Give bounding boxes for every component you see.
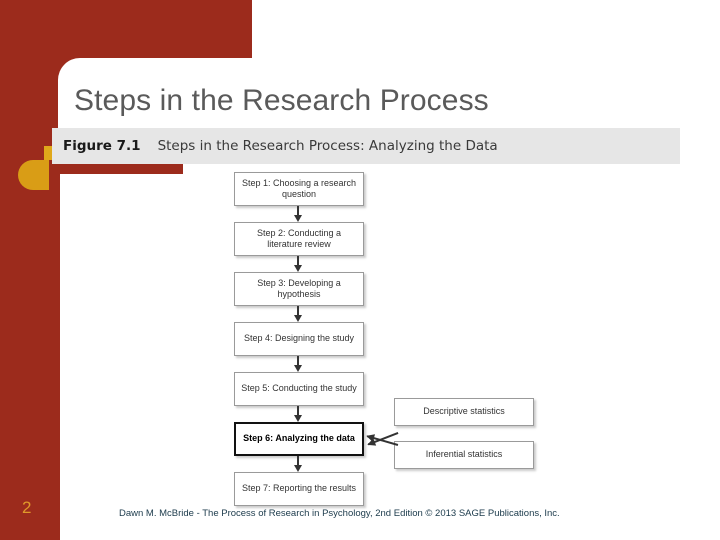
- flow-node-step-7: Step 7: Reporting the results: [234, 472, 364, 506]
- connector-arrow-step6-step7: [294, 456, 302, 472]
- figure-caption-band: Figure 7.1 Steps in the Research Process…: [52, 128, 680, 164]
- page-title: Steps in the Research Process: [74, 84, 489, 117]
- figure-caption-text: Steps in the Research Process: Analyzing…: [157, 138, 498, 154]
- connector-arrow-step3-step4: [294, 306, 302, 322]
- connector-arrow-step4-step5: [294, 356, 302, 372]
- decorative-red-header-block: [0, 0, 252, 60]
- research-process-flowchart: Step 1: Choosing a research question Ste…: [52, 164, 680, 506]
- flow-node-step-5: Step 5: Conducting the study: [234, 372, 364, 406]
- connector-arrow-step2-step3: [294, 256, 302, 272]
- connector-arrow-step5-step6: [294, 406, 302, 422]
- connector-arrow-step1-step2: [294, 206, 302, 222]
- flow-node-step-6: Step 6: Analyzing the data: [234, 422, 364, 456]
- decorative-gold-bar-shape: [33, 160, 49, 190]
- flow-node-inferential-statistics: Inferential statistics: [394, 441, 534, 469]
- flow-node-step-3: Step 3: Developing a hypothesis: [234, 272, 364, 306]
- figure-number-label: Figure 7.1: [63, 138, 141, 154]
- footer-credit-text: Dawn M. McBride - The Process of Researc…: [119, 508, 560, 519]
- flow-node-step-2: Step 2: Conducting a literature review: [234, 222, 364, 256]
- flow-node-step-4: Step 4: Designing the study: [234, 322, 364, 356]
- flow-node-step-1: Step 1: Choosing a research question: [234, 172, 364, 206]
- slide-number: 2: [22, 498, 32, 517]
- flow-node-descriptive-statistics: Descriptive statistics: [394, 398, 534, 426]
